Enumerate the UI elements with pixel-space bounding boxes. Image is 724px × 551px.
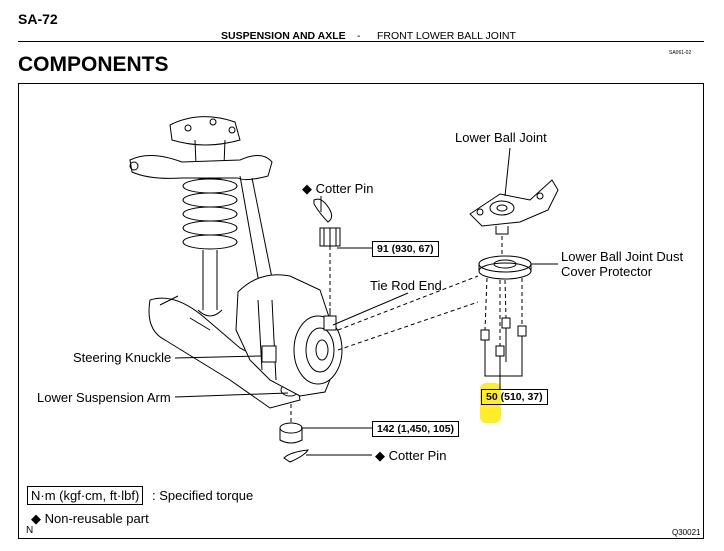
label-lower-suspension-arm: Lower Suspension Arm [37, 390, 171, 405]
legend-torque-text: : Specified torque [152, 488, 254, 503]
torque-ball-joint-rest: (510, 37) [497, 391, 543, 403]
label-cotter-pin-bottom: ◆ Cotter Pin [375, 448, 446, 464]
arm-nut-drawing [279, 422, 310, 463]
label-dust-cover-line2: Cover Protector [561, 264, 653, 279]
diamond-icon: ◆ [302, 181, 312, 196]
dust-cover-drawing [478, 255, 532, 280]
leader-lines [174, 147, 558, 456]
torque-highlight [480, 383, 501, 423]
upper-arm [129, 155, 277, 301]
diagram-frame [18, 83, 704, 539]
section-separator: - [357, 30, 361, 42]
torque-tie-rod: 91 (930, 67) [372, 241, 439, 257]
diamond-icon: ◆ [375, 448, 385, 463]
label-cotter-pin-top: ◆ Cotter Pin [302, 181, 373, 197]
figure-code: Q30021 [672, 528, 701, 537]
label-text: Cotter Pin [388, 448, 447, 463]
ball-joint-bolts [480, 317, 527, 376]
torque-ball-joint: 50 (510, 37) [481, 389, 548, 405]
knuckle-hub [235, 274, 343, 397]
header-rule [18, 41, 704, 42]
label-tie-rod-end: Tie Rod End [370, 278, 442, 293]
page-number: SA-72 [18, 11, 58, 27]
diamond-icon: ◆ [31, 511, 41, 526]
label-text: Cotter Pin [315, 181, 374, 196]
label-dust-cover-line1: Lower Ball Joint Dust [561, 249, 684, 264]
legend-non-reusable-text: Non-reusable part [44, 511, 149, 526]
cotter-pin-top-drawing [313, 198, 341, 247]
label-steering-knuckle: Steering Knuckle [73, 350, 172, 365]
page-heading: COMPONENTS [18, 53, 169, 76]
section-title: SUSPENSION AND AXLE [221, 30, 346, 42]
strut-assembly [169, 116, 241, 317]
legend-torque-unit: N·m (kgf·cm, ft·lbf) [27, 486, 144, 505]
dashed-guides [290, 236, 523, 424]
legend-non-reusable: ◆ Non-reusable part [31, 511, 149, 527]
label-lower-ball-joint: Lower Ball Joint [455, 130, 547, 145]
subsection-title: FRONT LOWER BALL JOINT [377, 30, 516, 42]
ball-joint-drawing [469, 179, 559, 235]
document-code: SA061-02 [669, 50, 692, 56]
tie-rod-stud [323, 308, 337, 331]
torque-ball-joint-value: 50 [486, 391, 498, 403]
torque-arm-nut: 142 (1,450, 105) [372, 421, 460, 437]
north-marker: N [26, 525, 34, 536]
